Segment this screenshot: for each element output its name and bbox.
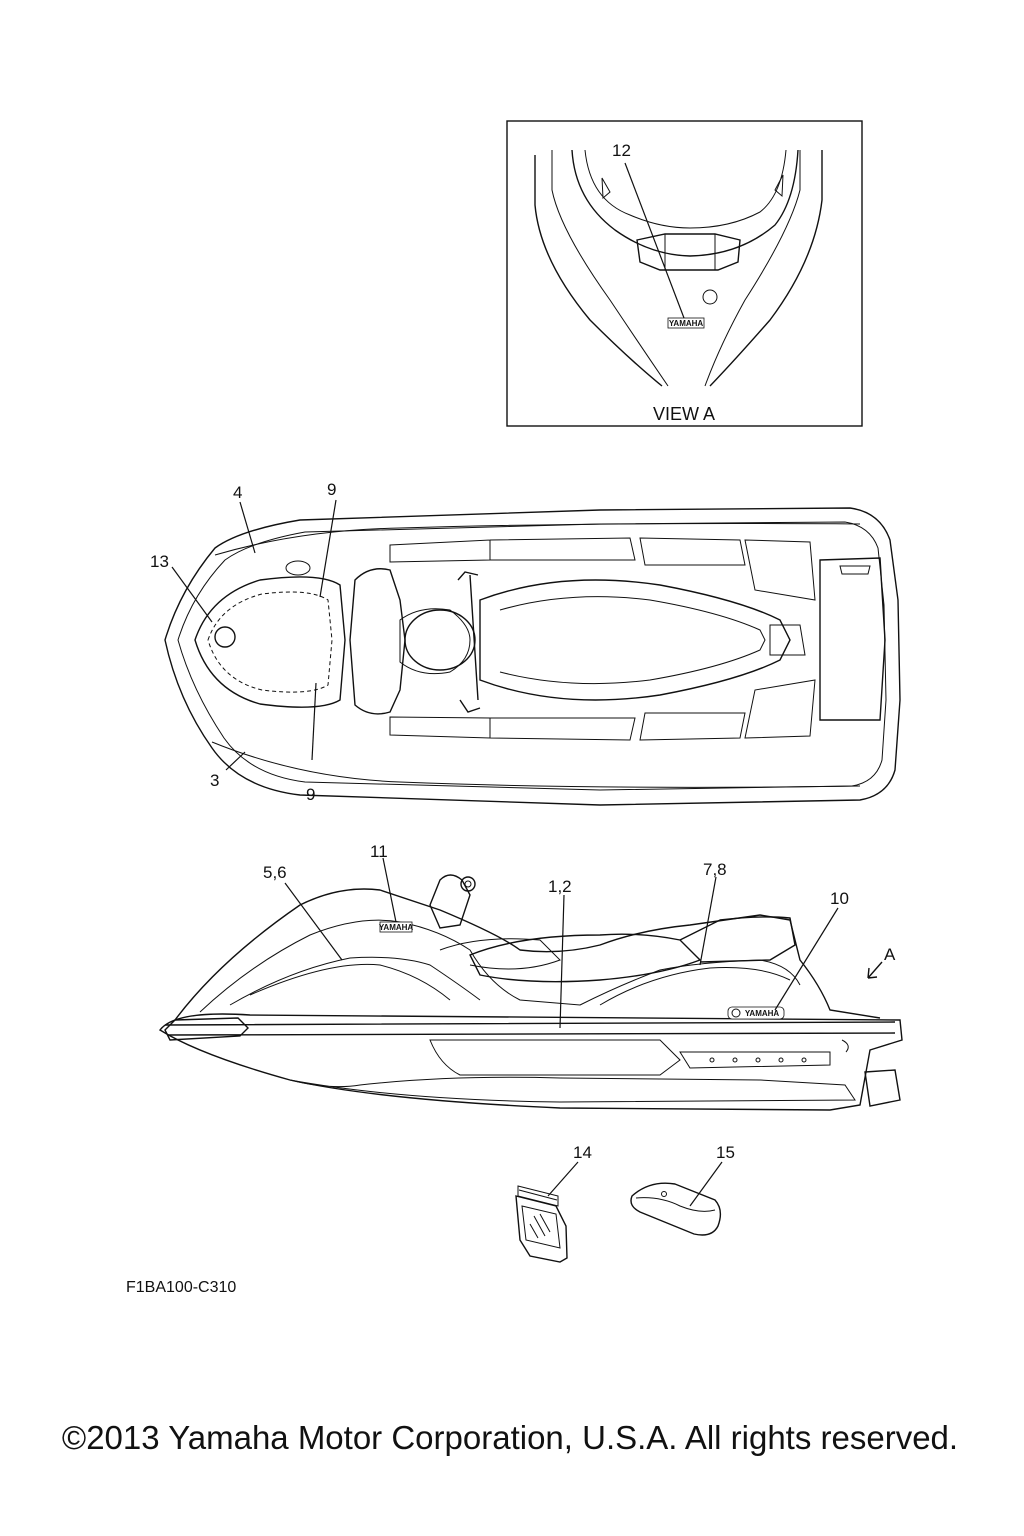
callout-13: 13 bbox=[150, 552, 169, 571]
side-view-seat-logo-text: YAMAHA bbox=[379, 923, 414, 932]
callout-7-8-leader bbox=[699, 876, 717, 966]
side-view-gunwale-stripe bbox=[164, 1021, 896, 1036]
accessory-15-pouch bbox=[630, 1182, 722, 1236]
view-a-arrow-label: A bbox=[884, 945, 896, 964]
callout-7-8: 7,8 bbox=[703, 860, 727, 879]
callout-12: 12 bbox=[612, 141, 631, 160]
callout-14-leader bbox=[547, 1161, 579, 1197]
top-view-handlebar bbox=[457, 571, 481, 713]
callout-14: 14 bbox=[573, 1143, 592, 1162]
side-view-hull bbox=[158, 1013, 903, 1111]
top-view-hull bbox=[164, 507, 901, 806]
accessories: 14 15 bbox=[515, 1143, 735, 1263]
view-a-arrow bbox=[867, 961, 883, 979]
side-view-deck bbox=[174, 888, 881, 1021]
top-view-watercraft: 4 9 13 3 9 bbox=[150, 480, 901, 806]
view-a-tow-eye bbox=[636, 233, 741, 271]
side-view-rear-cowl bbox=[679, 916, 796, 963]
side-view-watercraft: YAMAHA YAMAHA 11 5,6 1,2 7,8 10 A bbox=[158, 842, 903, 1111]
callout-13-leader bbox=[171, 566, 213, 623]
callout-4-leader bbox=[239, 501, 256, 554]
callout-10-leader bbox=[774, 907, 839, 1011]
top-view-swim-platform bbox=[819, 557, 886, 721]
copyright-notice: ©2013 Yamaha Motor Corporation, U.S.A. A… bbox=[62, 1419, 958, 1456]
view-a-drain-hole bbox=[702, 289, 718, 305]
callout-5-6: 5,6 bbox=[263, 863, 287, 882]
callout-9-lower-leader bbox=[311, 682, 317, 761]
side-view-hull-logo-text: YAMAHA bbox=[745, 1009, 780, 1018]
callout-9-lower: 9 bbox=[306, 785, 315, 804]
callout-5-6-leader bbox=[284, 882, 343, 961]
callout-1-2-leader bbox=[559, 894, 565, 1029]
view-a-inset: YAMAHA 12 VIEW A bbox=[506, 120, 863, 427]
callout-15-leader bbox=[689, 1161, 723, 1207]
diagram-code: F1BA100-C310 bbox=[126, 1279, 236, 1296]
view-a-title: VIEW A bbox=[653, 404, 715, 424]
top-view-steering-console bbox=[349, 568, 406, 715]
callout-11: 11 bbox=[370, 842, 388, 861]
top-view-front-hatch bbox=[194, 576, 346, 708]
view-a-hull-left bbox=[534, 155, 663, 387]
top-view-fuel-cap bbox=[214, 626, 236, 648]
view-a-frame bbox=[506, 120, 863, 427]
accessory-14-sheet bbox=[515, 1195, 568, 1263]
view-a-callout-12-leader bbox=[624, 162, 685, 319]
callout-9-upper: 9 bbox=[327, 480, 336, 499]
callout-11-leader bbox=[382, 857, 397, 923]
callout-3: 3 bbox=[210, 771, 219, 790]
callout-10: 10 bbox=[830, 889, 849, 908]
callout-15: 15 bbox=[716, 1143, 735, 1162]
view-a-hull-right bbox=[709, 150, 823, 387]
callout-9-upper-leader bbox=[319, 499, 337, 598]
side-view-hull-decal bbox=[727, 1006, 785, 1020]
side-view-seat bbox=[469, 933, 702, 983]
top-view-seat bbox=[479, 579, 791, 701]
callout-3-leader bbox=[225, 751, 246, 771]
callout-4: 4 bbox=[233, 483, 242, 502]
view-a-logo-text: YAMAHA bbox=[669, 319, 704, 328]
view-a-yamaha-decal bbox=[667, 317, 705, 329]
side-view-handlebar bbox=[429, 874, 471, 929]
callout-1-2: 1,2 bbox=[548, 877, 572, 896]
